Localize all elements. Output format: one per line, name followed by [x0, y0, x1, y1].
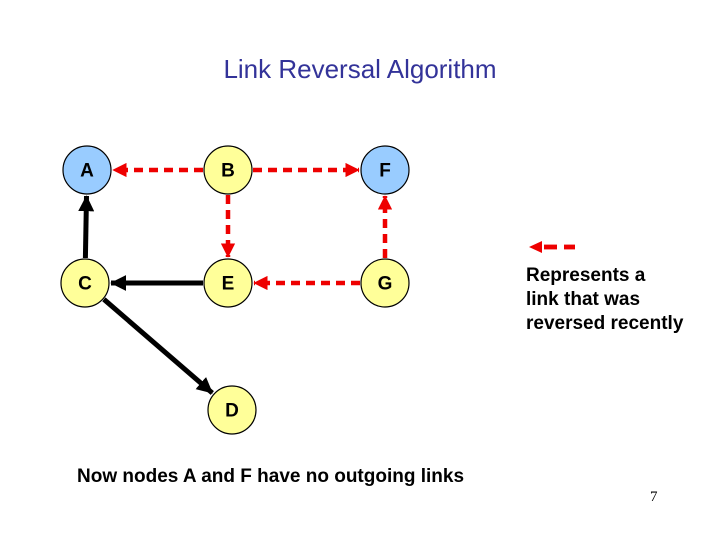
- legend: Represents a link that was reversed rece…: [526, 240, 716, 336]
- edge-C-D: [102, 297, 214, 395]
- legend-line-2: link that was: [526, 289, 641, 310]
- node-F-circle: [360, 145, 410, 195]
- node-G-label: G: [378, 274, 393, 295]
- node-A-label: A: [80, 161, 94, 182]
- node-D: D: [207, 385, 257, 435]
- slide-caption: Now nodes A and F have no outgoing links: [77, 466, 465, 487]
- node-E-label: E: [222, 274, 235, 295]
- node-B-circle: [203, 145, 253, 195]
- node-G: G: [360, 258, 410, 308]
- legend-line-1: Represents a: [526, 265, 646, 286]
- legend-line-3: reversed recently: [526, 313, 684, 334]
- page-number: 7: [650, 489, 658, 505]
- node-A: A: [62, 145, 112, 195]
- node-E-circle: [203, 258, 253, 308]
- node-E: E: [203, 258, 253, 308]
- node-C-label: C: [78, 274, 92, 295]
- node-C: C: [60, 258, 110, 308]
- node-G-circle: [360, 258, 410, 308]
- node-C-circle: [60, 258, 110, 308]
- graph-edges: [78, 162, 393, 395]
- node-D-circle: [207, 385, 257, 435]
- node-D-label: D: [225, 401, 239, 422]
- edge-C-A: [78, 195, 95, 259]
- node-B-label: B: [221, 161, 235, 182]
- slide-title: Link Reversal Algorithm: [223, 54, 497, 84]
- graph-nodes: A B F C E G D: [60, 145, 410, 435]
- node-F-label: F: [379, 161, 391, 182]
- node-A-circle: [62, 145, 112, 195]
- node-F: F: [360, 145, 410, 195]
- reversed-link-arrow-icon: [529, 241, 575, 253]
- node-B: B: [203, 145, 253, 195]
